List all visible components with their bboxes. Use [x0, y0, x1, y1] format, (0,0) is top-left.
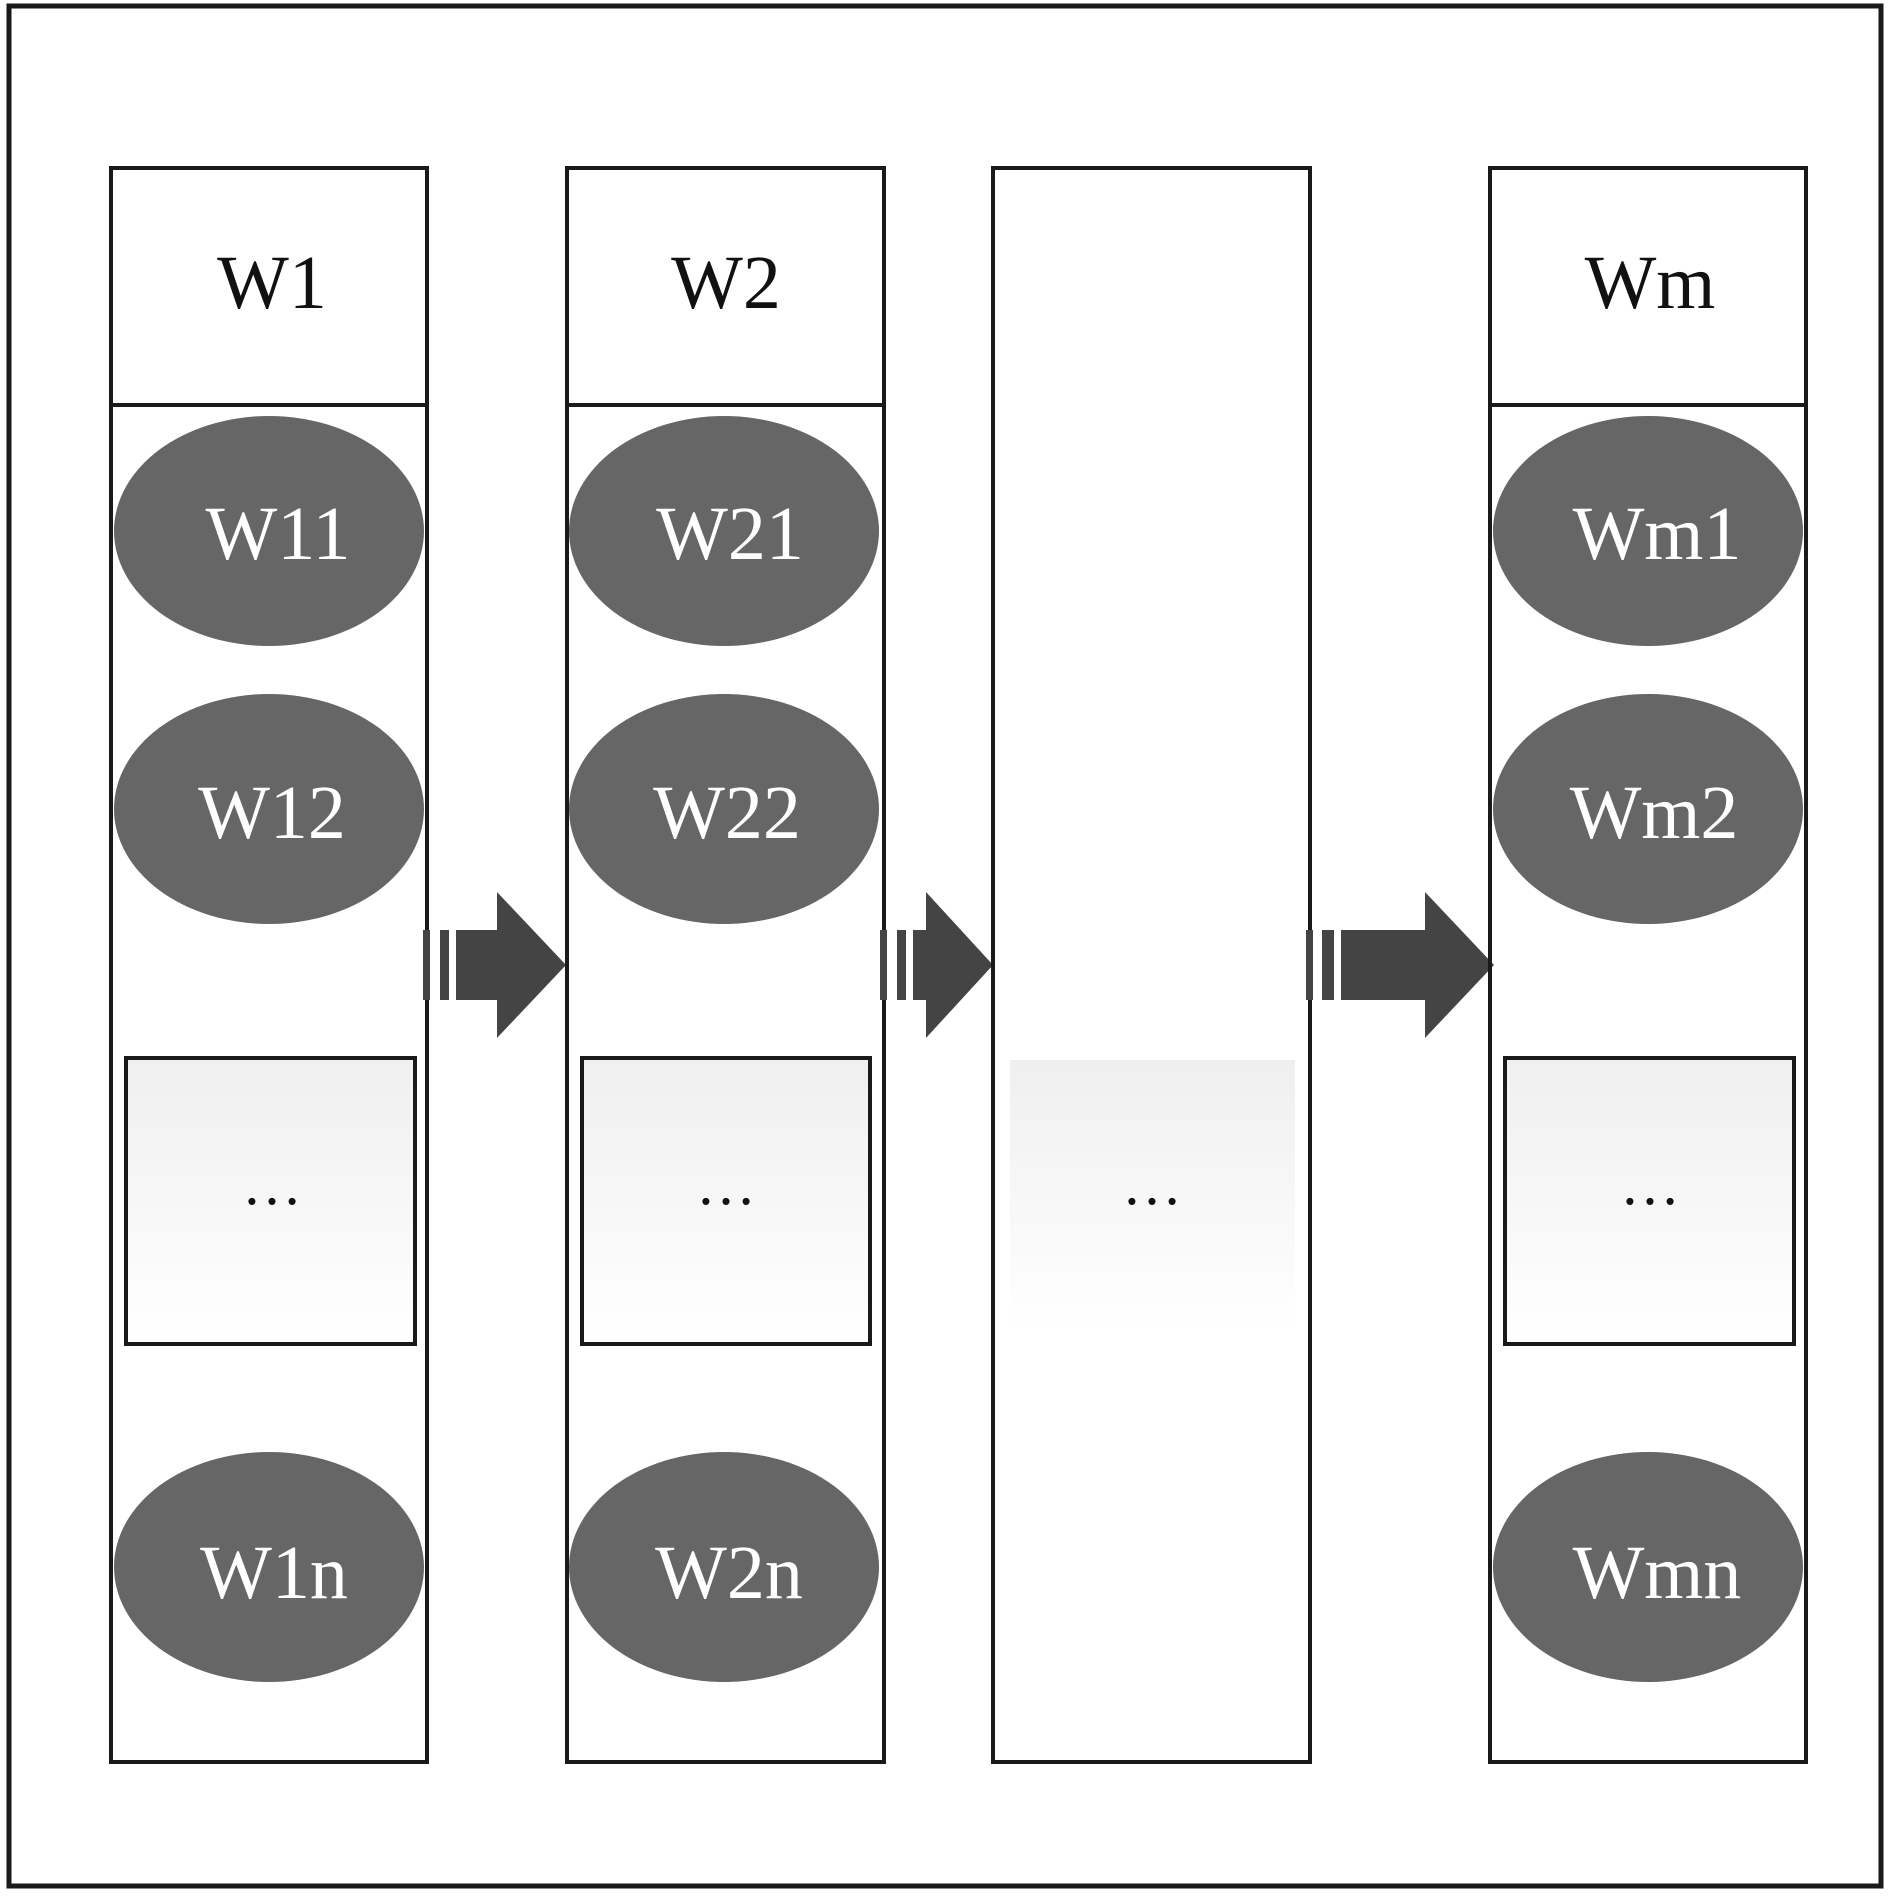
node-w21: W21 — [569, 416, 879, 646]
ellipsis-box-w1: … — [124, 1056, 417, 1346]
node-w1n: W1n — [114, 1452, 424, 1682]
node-w1n-label: W1n — [200, 1531, 348, 1615]
column-placeholder: … — [991, 166, 1312, 1764]
node-w11-label: W11 — [206, 492, 351, 576]
node-w22: W22 — [569, 694, 879, 924]
node-wmn-label: Wmn — [1573, 1531, 1742, 1615]
column-wm: Wm Wm1 Wm2 … Wmn — [1488, 166, 1808, 1764]
node-w21-label: W21 — [656, 492, 804, 576]
node-wm1-label: Wm1 — [1573, 492, 1742, 576]
ellipsis-w2: … — [696, 1151, 756, 1217]
node-wm2: Wm2 — [1493, 694, 1803, 924]
flow-arrow-3 — [1306, 892, 1494, 1038]
ellipsis-box-w2: … — [580, 1056, 872, 1346]
column-w1: W1 W11 W12 … W1n — [109, 166, 429, 1764]
node-w2n-label: W2n — [655, 1531, 803, 1615]
ellipsis-placeholder: … — [1122, 1151, 1182, 1217]
node-wm1: Wm1 — [1493, 416, 1803, 646]
ellipsis-w1: … — [242, 1151, 302, 1217]
node-w12: W12 — [114, 694, 424, 924]
column-wm-header: Wm — [1585, 241, 1716, 325]
column-wm-frame — [1488, 166, 1808, 1764]
flow-arrow-1 — [423, 892, 566, 1038]
node-w2n: W2n — [569, 1452, 879, 1682]
ellipsis-box-placeholder — [1010, 1060, 1295, 1330]
node-wm2-label: Wm2 — [1570, 771, 1739, 855]
column-w1-header: W1 — [217, 241, 327, 325]
column-w2-header: W2 — [671, 241, 781, 325]
ellipsis-wm: … — [1620, 1151, 1680, 1217]
node-w11: W11 — [114, 416, 424, 646]
ellipsis-box-wm: … — [1503, 1056, 1796, 1346]
node-wmn: Wmn — [1493, 1452, 1803, 1682]
node-w22-label: W22 — [653, 771, 801, 855]
column-w2: W2 W21 W22 … W2n — [565, 166, 886, 1764]
flow-arrow-2 — [880, 892, 993, 1038]
node-w12-label: W12 — [198, 771, 346, 855]
